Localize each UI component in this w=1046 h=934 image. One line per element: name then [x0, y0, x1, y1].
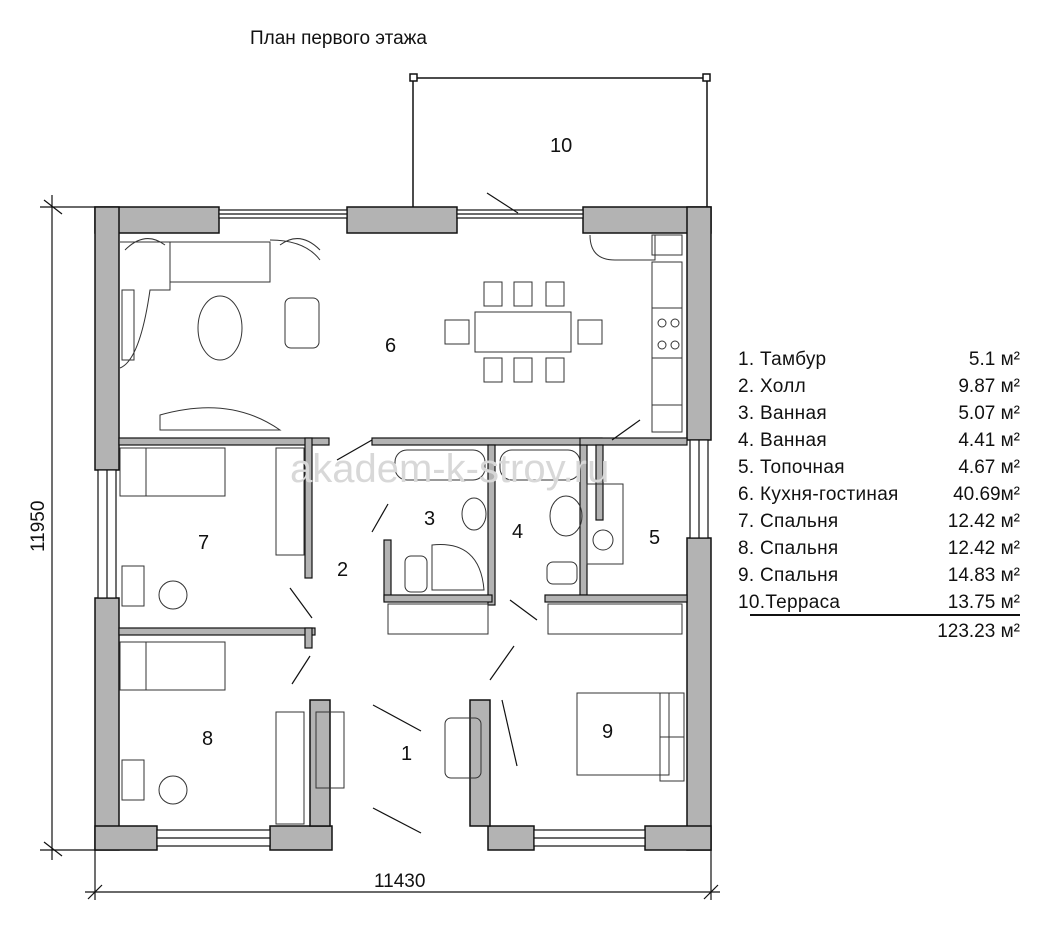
height-dimension: 11950 [28, 501, 49, 552]
windows [97, 209, 709, 847]
legend-row-9: 9. Спальня 14.83 м² [738, 562, 1020, 589]
legend-area: 40.69м² [953, 484, 1020, 505]
dimension-lines [40, 195, 720, 900]
room-label-2: 2 [337, 559, 348, 581]
watermark: akadem-k-stroy.ru [290, 447, 609, 491]
legend-total: 123.23 м² [738, 618, 1020, 645]
room-labels: 1 2 3 4 5 6 7 8 9 10 [198, 135, 660, 765]
legend-name: 5. Топочная [738, 457, 845, 478]
room-label-3: 3 [424, 508, 435, 530]
legend-row-1: 1. Тамбур 5.1 м² [738, 346, 1020, 373]
room-label-5: 5 [649, 527, 660, 549]
legend-row-6: 6. Кухня-гостиная 40.69м² [738, 481, 1020, 508]
legend-area: 13.75 м² [947, 592, 1020, 613]
plan-title: План первого этажа [250, 28, 427, 49]
legend-name: 9. Спальня [738, 565, 839, 586]
interior-walls [118, 437, 688, 649]
furniture [119, 234, 685, 825]
legend-name: 1. Тамбур [738, 349, 827, 370]
legend-name: 7. Спальня [738, 511, 839, 532]
legend-area: 5.07 м² [958, 403, 1020, 424]
room-label-4: 4 [512, 521, 523, 543]
legend-name: 10.Терраса [738, 592, 841, 613]
room-label-6: 6 [385, 335, 396, 357]
width-dimension: 11430 [374, 871, 425, 892]
legend-name: 6. Кухня-гостиная [738, 484, 899, 505]
legend-row-4: 4. Ванная 4.41 м² [738, 427, 1020, 454]
legend-name: 8. Спальня [738, 538, 839, 559]
legend-area: 12.42 м² [947, 511, 1020, 532]
area-legend: 1. Тамбур 5.1 м² 2. Холл 9.87 м² 3. Ванная… [738, 346, 1020, 645]
legend-row-8: 8. Спальня 12.42 м² [738, 535, 1020, 562]
legend-name: 4. Ванная [738, 430, 827, 451]
legend-area: 9.87 м² [958, 376, 1020, 397]
room-label-10: 10 [550, 135, 572, 157]
total-area: 123.23 м² [937, 621, 1020, 642]
room-label-7: 7 [198, 532, 209, 554]
legend-row-10: 10.Терраса 13.75 м² [738, 589, 1020, 616]
room-label-9: 9 [602, 721, 613, 743]
legend-row-5: 5. Топочная 4.67 м² [738, 454, 1020, 481]
legend-row-3: 3. Ванная 5.07 м² [738, 400, 1020, 427]
door-swings [289, 192, 641, 834]
legend-row-2: 2. Холл 9.87 м² [738, 373, 1020, 400]
terrace-outline [409, 73, 711, 207]
room-label-1: 1 [401, 743, 412, 765]
legend-area: 4.67 м² [958, 457, 1020, 478]
legend-row-7: 7. Спальня 12.42 м² [738, 508, 1020, 535]
legend-area: 12.42 м² [947, 538, 1020, 559]
legend-area: 4.41 м² [958, 430, 1020, 451]
legend-name: 2. Холл [738, 376, 807, 397]
legend-name: 3. Ванная [738, 403, 827, 424]
room-label-8: 8 [202, 728, 213, 750]
legend-total-rule [750, 614, 1020, 616]
legend-area: 14.83 м² [947, 565, 1020, 586]
legend-area: 5.1 м² [968, 349, 1020, 370]
